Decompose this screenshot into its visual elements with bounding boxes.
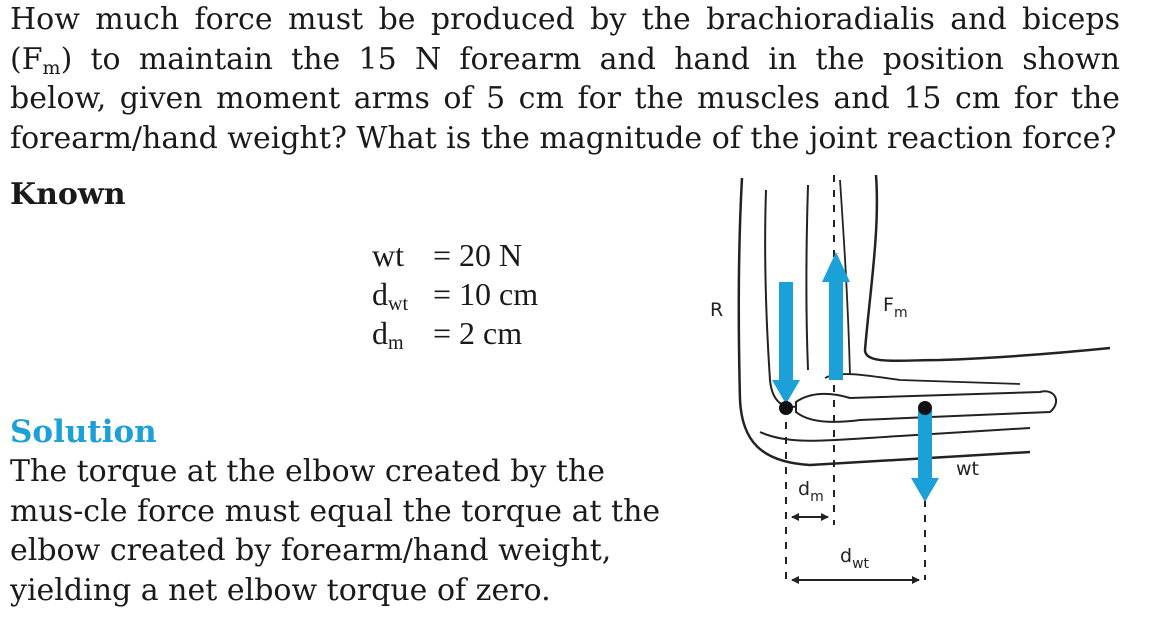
known-symbol: wt (372, 237, 404, 273)
known-symbol-subscript: m (388, 332, 404, 354)
weight-point (918, 401, 932, 415)
equals-sign: = (432, 315, 452, 351)
muscle-force-arrow (822, 252, 850, 380)
label-fm: Fm (883, 294, 908, 321)
known-heading: Known (10, 177, 126, 212)
known-value: 10 cm (459, 276, 539, 312)
equals-sign: = (432, 237, 452, 273)
label-dwt: dwt (840, 545, 870, 572)
biceps-outline (863, 174, 1111, 363)
known-value: 2 cm (459, 315, 523, 351)
known-row-wt: wt = 20 N (372, 236, 538, 275)
radius-bone (824, 373, 1021, 385)
solution-heading: Solution (10, 414, 157, 450)
known-values: wt = 20 N dwt = 10 cm dm = 2 cm (372, 236, 538, 353)
elbow-joint-point (779, 401, 793, 415)
question-part-1: How much force must be produced by the b… (10, 2, 1120, 77)
known-symbol-subscript: wt (388, 293, 408, 315)
elbow-diagram: R Fm wt dm dwt (710, 174, 1111, 584)
question-fm-subscript: m (42, 56, 61, 79)
known-row-dm: dm = 2 cm (372, 314, 538, 353)
question-part-2: ) to maintain the 15 N forearm and hand … (10, 41, 1120, 156)
humerus-bone (805, 184, 809, 371)
known-symbol: d (372, 315, 388, 351)
equals-sign: = (432, 276, 452, 312)
known-symbol: d (372, 276, 388, 312)
label-dm: dm (798, 478, 824, 505)
question-text: How much force must be produced by the b… (10, 0, 1120, 158)
label-wt: wt (956, 458, 979, 480)
upper-arm-outline (737, 177, 1031, 467)
joint-reaction-arrow (772, 282, 800, 404)
label-r: R (710, 299, 723, 321)
known-row-dwt: dwt = 10 cm (372, 275, 538, 314)
muscle-line (839, 179, 851, 376)
solution-text: The torque at the elbow created by the m… (10, 454, 661, 608)
forearm-outline (759, 427, 1031, 442)
weight-arrow (911, 410, 939, 502)
known-value: 20 N (459, 237, 523, 273)
